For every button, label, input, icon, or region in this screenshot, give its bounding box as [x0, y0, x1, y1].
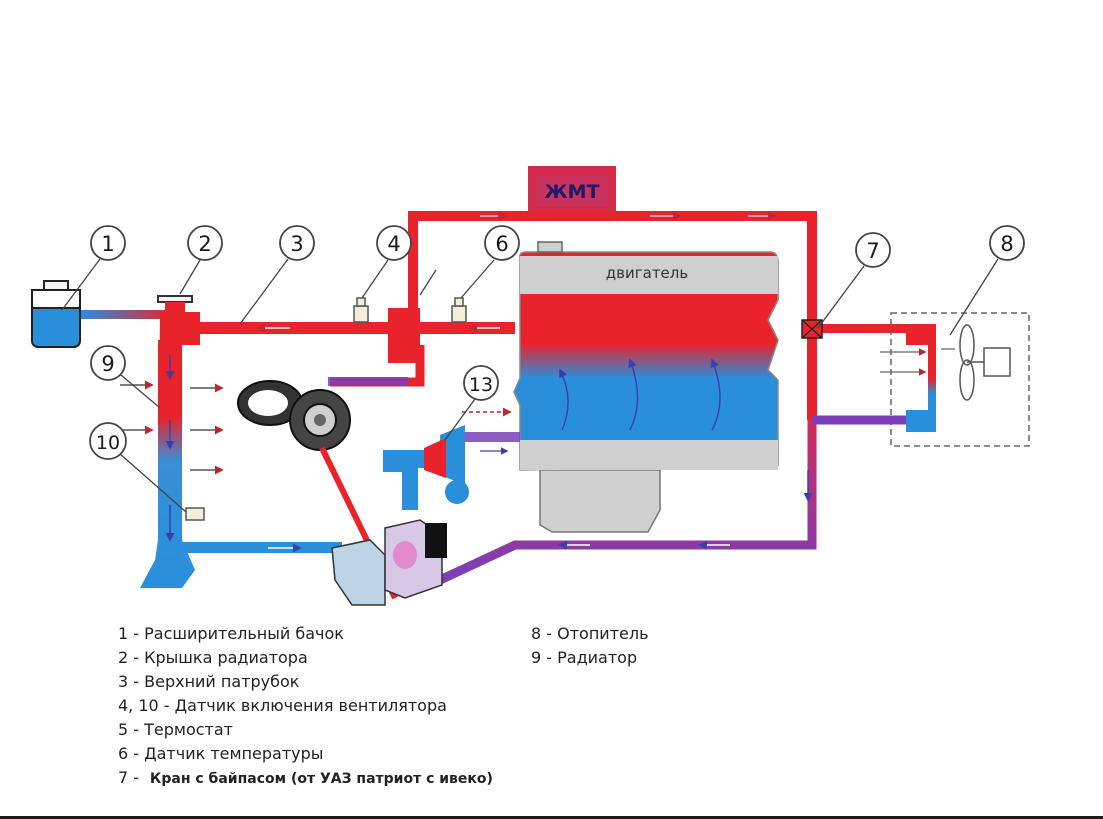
pump-impeller-icon	[424, 438, 446, 478]
callout-8: 8	[949, 225, 1025, 336]
svg-text:13: 13	[469, 374, 493, 396]
thermostat-icon	[331, 519, 447, 606]
legend-item: 1 - Расширительный бачок	[118, 624, 344, 643]
legend-item: 3 - Верхний патрубок	[118, 672, 300, 691]
jmt-label: ЖМТ	[544, 181, 599, 203]
heater-core	[906, 324, 936, 432]
callout-10: 10	[89, 422, 187, 513]
legend-item: 8 - Отопитель	[531, 624, 649, 643]
legend-item: 6 - Датчик температуры	[118, 744, 324, 763]
top-loop-pipe	[408, 211, 817, 420]
heater-unit-frame	[890, 312, 1030, 447]
sensor-6	[451, 297, 467, 323]
svg-text:8: 8	[1000, 232, 1013, 256]
thermostat-housing	[388, 308, 420, 363]
callout-6: 6	[460, 225, 520, 299]
svg-text:3: 3	[290, 232, 303, 256]
svg-text:4: 4	[387, 232, 400, 256]
heater-return-pipe	[438, 420, 817, 585]
legend-item: 7 - Кран с байпасом (от УАЗ патриот с ив…	[118, 766, 493, 791]
callout-4: 4	[361, 225, 412, 299]
legend-item-number: 7 -	[118, 768, 140, 787]
svg-text:7: 7	[866, 239, 879, 263]
legend-right: 8 - Отопитель 9 - Радиатор	[531, 622, 649, 670]
svg-text:2: 2	[198, 232, 211, 256]
expansion-tank	[31, 280, 81, 348]
radiator-cap	[157, 295, 193, 303]
engine-label: двигатель	[606, 264, 688, 282]
bottom-border	[0, 816, 1103, 819]
legend-item: 4, 10 - Датчик включения вентилятора	[118, 696, 447, 715]
callout-1: 1	[61, 225, 126, 311]
legend-item: 5 - Термостат	[118, 720, 233, 739]
legend-item: 2 - Крышка радиатора	[118, 648, 308, 667]
callout-2: 2	[179, 225, 223, 295]
fan-switch-sensor	[185, 507, 205, 521]
svg-text:10: 10	[96, 432, 120, 454]
legend-left: 1 - Расширительный бачок 2 - Крышка ради…	[118, 622, 493, 791]
lower-hose	[182, 542, 342, 553]
sensor-4	[353, 297, 369, 323]
tank-pipe	[80, 310, 175, 319]
callout-13: 13	[444, 365, 499, 441]
legend-item: 9 - Радиатор	[531, 648, 638, 667]
callout-3: 3	[239, 225, 315, 325]
bypass-valve	[801, 319, 823, 339]
heater-fan-icon	[959, 324, 1011, 401]
callout-9: 9	[90, 345, 161, 409]
engine-block	[513, 241, 779, 533]
turbocharger-icon	[237, 380, 351, 451]
callout-7: 7	[817, 232, 891, 329]
upper-hose	[180, 322, 515, 334]
svg-text:1: 1	[101, 232, 114, 256]
svg-text:9: 9	[101, 352, 114, 376]
legend-item-text: Кран с байпасом (от УАЗ патриот с ивеко)	[149, 771, 493, 787]
svg-text:6: 6	[495, 232, 508, 256]
